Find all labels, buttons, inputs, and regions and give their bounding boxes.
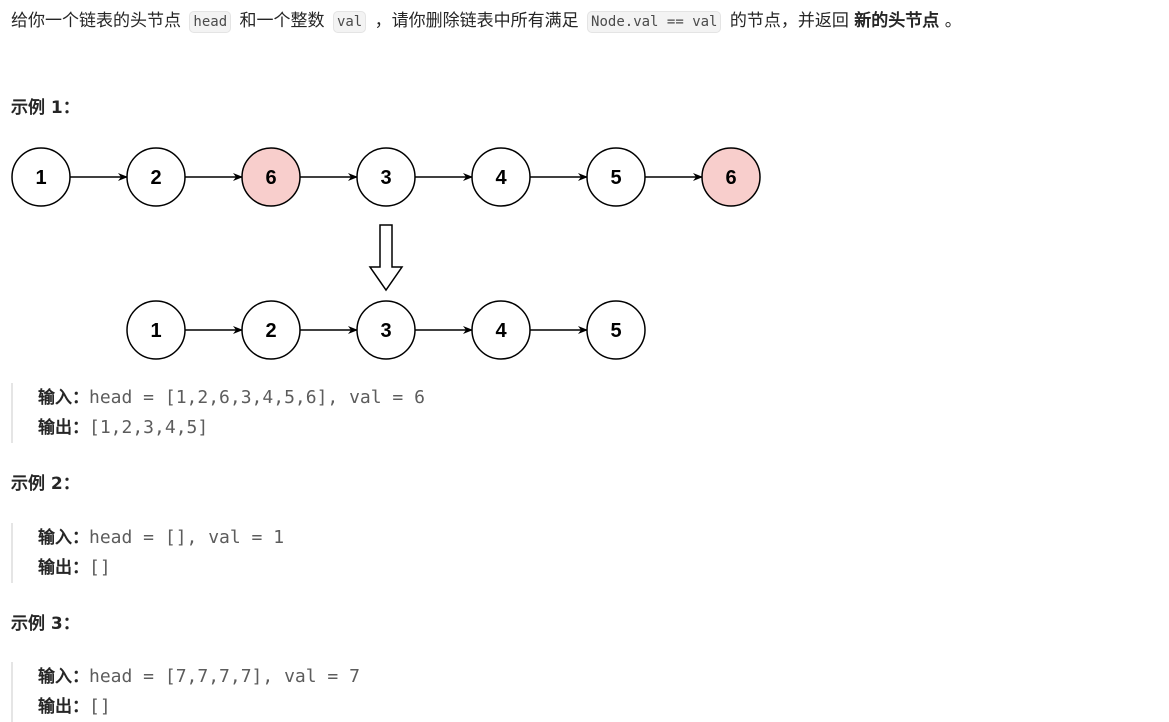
before-node-label-2: 2 (150, 167, 161, 189)
before-node-label-7: 6 (725, 167, 736, 189)
after-node-3 (356, 300, 416, 360)
example-3-input: head = [7,7,7,7], val = 7 (89, 666, 360, 687)
before-list-row: 1 2 6 3 4 5 6 (11, 147, 761, 207)
after-node-label-1: 1 (150, 320, 161, 342)
after-node-label-3: 3 (380, 320, 391, 342)
example-3-block: 输入：head = [7,7,7,7], val = 7 输出：[] (11, 662, 360, 722)
before-node-label-5: 4 (495, 167, 507, 189)
before-node-label-6: 5 (610, 167, 621, 189)
example-1-output-line: 输出：[1,2,3,4,5] (38, 413, 425, 443)
new-head-emphasis: 新的头节点 (854, 11, 940, 31)
example-3-input-line: 输入：head = [7,7,7,7], val = 7 (38, 662, 360, 692)
after-node-label-5: 5 (610, 320, 621, 342)
example-3-heading: 示例 3： (11, 614, 80, 634)
example-2-block: 输入：head = [], val = 1 输出：[] (11, 523, 284, 583)
transform-down-arrow-icon (368, 224, 404, 292)
before-node-label-1: 1 (35, 167, 46, 189)
before-node-2 (126, 147, 186, 207)
description-text-4: 的节点，并返回 (724, 11, 855, 31)
before-node-4 (356, 147, 416, 207)
before-node-5 (471, 147, 531, 207)
input-label: 输入： (38, 388, 89, 408)
before-node-1 (11, 147, 71, 207)
example-2-output: [] (89, 557, 111, 578)
problem-description: 给你一个链表的头节点 head 和一个整数 val ，请你删除链表中所有满足 N… (11, 6, 1161, 37)
example-1-input: head = [1,2,6,3,4,5,6], val = 6 (89, 387, 425, 408)
example-2-output-line: 输出：[] (38, 553, 284, 583)
after-node-2 (241, 300, 301, 360)
after-list-row: 1 2 3 4 5 (126, 300, 646, 360)
before-node-label-3: 6 (265, 167, 276, 189)
code-head: head (189, 11, 232, 33)
example-2-heading: 示例 2： (11, 474, 80, 494)
description-text-5: 。 (939, 11, 962, 31)
example-2-input: head = [], val = 1 (89, 527, 285, 548)
example-1-input-line: 输入：head = [1,2,6,3,4,5,6], val = 6 (38, 383, 425, 413)
output-label: 输出： (38, 697, 89, 717)
output-label: 输出： (38, 418, 89, 438)
example-1-block: 输入：head = [1,2,6,3,4,5,6], val = 6 输出：[1… (11, 383, 425, 443)
before-node-7-removed (701, 147, 761, 207)
description-text-3: ，请你删除链表中所有满足 (369, 11, 585, 31)
description-text-2: 和一个整数 (234, 11, 330, 31)
linked-list-diagram: 1 2 6 3 4 5 6 1 2 3 4 5 (11, 147, 761, 360)
before-node-6 (586, 147, 646, 207)
example-3-output: [] (89, 696, 111, 717)
code-val: val (332, 11, 367, 33)
before-node-label-4: 3 (380, 167, 391, 189)
after-node-4 (471, 300, 531, 360)
after-node-label-2: 2 (265, 320, 276, 342)
after-node-5 (586, 300, 646, 360)
input-label: 输入： (38, 667, 89, 687)
output-label: 输出： (38, 558, 89, 578)
example-2-input-line: 输入：head = [], val = 1 (38, 523, 284, 553)
after-node-1 (126, 300, 186, 360)
example-3-output-line: 输出：[] (38, 692, 360, 722)
example-1-heading: 示例 1： (11, 98, 80, 118)
after-node-label-4: 4 (495, 320, 507, 342)
code-node-val: Node.val == val (587, 11, 722, 33)
example-1-output: [1,2,3,4,5] (89, 417, 209, 438)
description-text-1: 给你一个链表的头节点 (11, 11, 187, 31)
before-node-3-removed (241, 147, 301, 207)
input-label: 输入： (38, 528, 89, 548)
